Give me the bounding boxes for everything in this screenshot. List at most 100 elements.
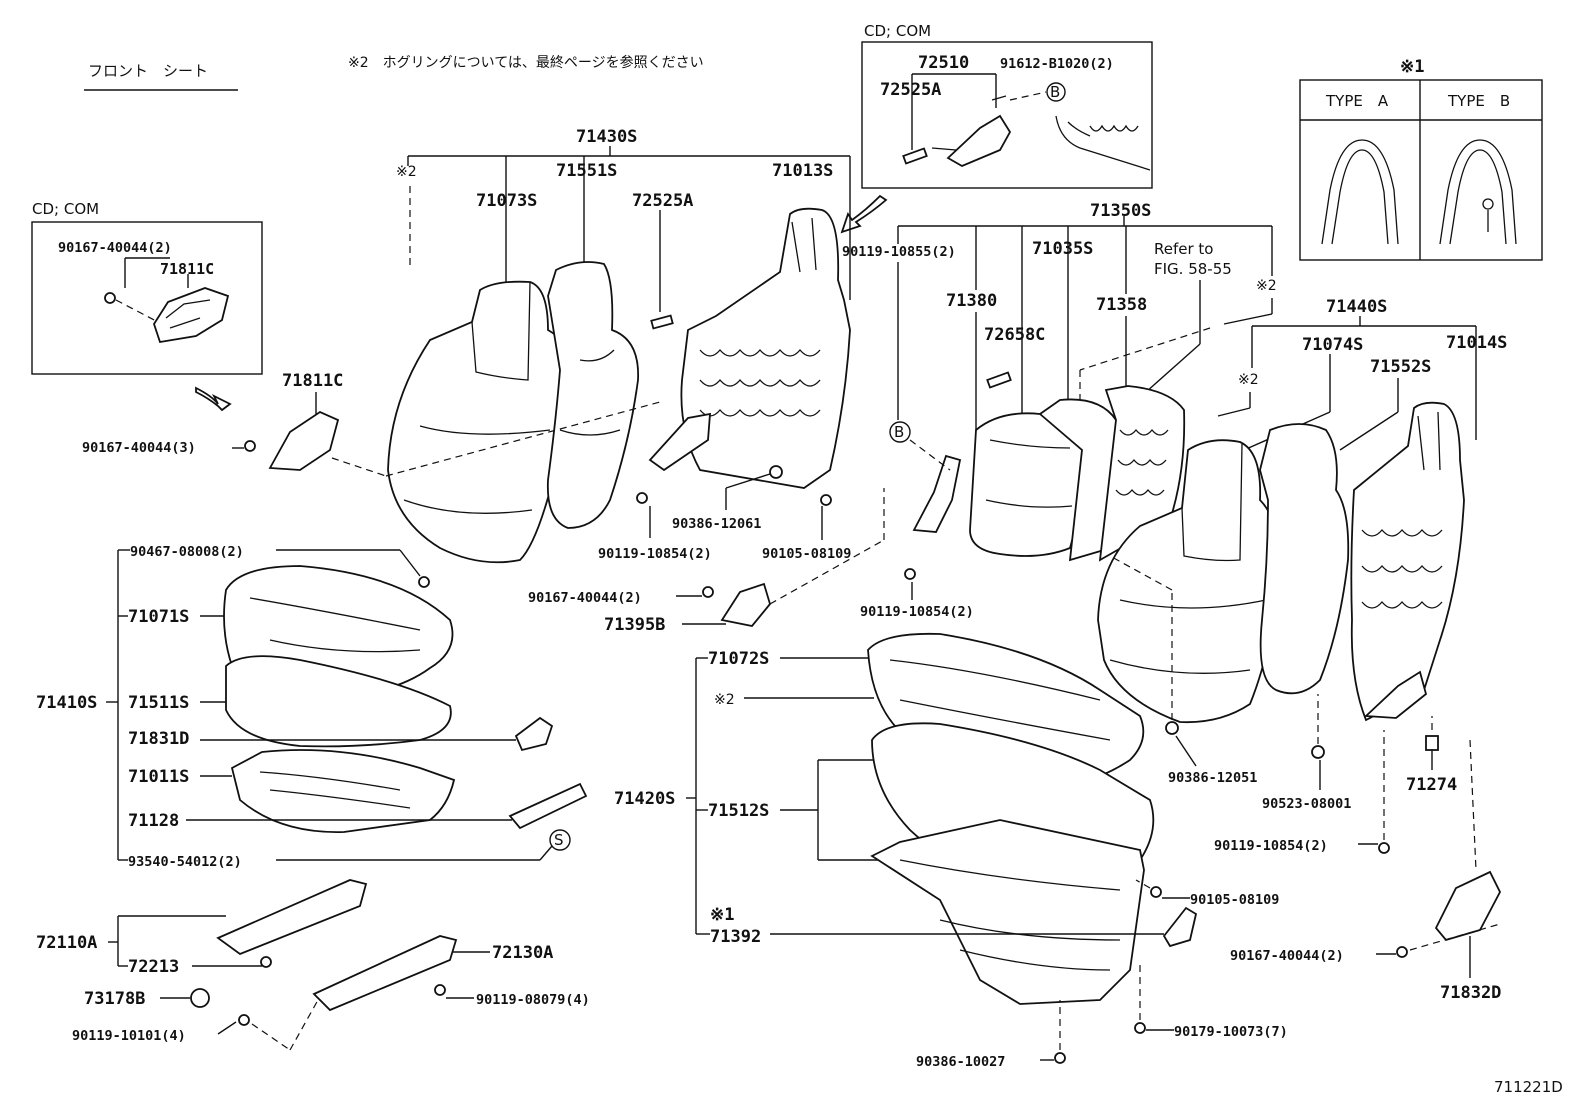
inset-top-p2: 72525A xyxy=(880,80,941,100)
dash-leader xyxy=(331,457,387,477)
label-90386-12051: 90386-12051 xyxy=(1168,770,1257,786)
label-90386-10027: 90386-10027 xyxy=(916,1054,1005,1070)
bolt-part xyxy=(434,984,446,996)
label-71274: 71274 xyxy=(1406,775,1457,795)
seat-cover-detail xyxy=(249,597,421,653)
marker-s-text: S xyxy=(554,831,564,849)
kome2-b: ※2 xyxy=(1256,278,1277,294)
seatback-right-cover-detail xyxy=(1109,443,1267,674)
label-71420S: 71420S xyxy=(614,789,675,809)
leader xyxy=(399,549,421,577)
bolt-part xyxy=(636,492,648,504)
label-93540: 93540-54012(2) xyxy=(128,854,242,870)
inset-top-label: CD; COM xyxy=(864,22,931,40)
marker-s xyxy=(549,829,571,851)
inset-top: CD; COM 72510 72525A 91612-B1020(2) B xyxy=(861,22,1153,189)
refer-line2: FIG. 58-55 xyxy=(1154,260,1232,278)
dash-leader xyxy=(1009,91,1047,101)
bolt-part xyxy=(1378,842,1390,854)
dash-leader xyxy=(289,999,319,1051)
type-table-frame xyxy=(1299,79,1543,261)
seatback-frame-springs xyxy=(699,217,821,417)
marker-b-top-text: B xyxy=(1050,83,1060,101)
dash-leader xyxy=(909,439,951,471)
hog-ring-type-b-pin xyxy=(1482,198,1494,210)
label-90167-2b: 90167-40044(2) xyxy=(1230,948,1344,964)
leader xyxy=(539,845,553,861)
label-71072S: 71072S xyxy=(708,649,769,669)
clip-part xyxy=(986,371,1012,389)
label-71014S: 71014S xyxy=(1446,333,1507,353)
inset-left-part-label: 71811C xyxy=(160,260,214,278)
label-90467: 90467-08008(2) xyxy=(130,544,244,560)
marker-b-1 xyxy=(889,421,911,443)
label-90119-10854-c: 90119-10854(2) xyxy=(1214,838,1328,854)
arrow-left-inset xyxy=(195,386,232,412)
kome2-d: ※2 xyxy=(714,692,735,708)
seatback-pad-part xyxy=(546,261,639,529)
leader xyxy=(1175,735,1197,767)
label-71811C: 71811C xyxy=(282,371,343,391)
label-90119-10854-b: 90119-10854(2) xyxy=(860,604,974,620)
label-90167-2a: 90167-40044(2) xyxy=(528,590,642,606)
label-71380: 71380 xyxy=(946,291,997,311)
inset-top-p1: 72510 xyxy=(918,53,969,73)
inset-left: CD; COM 90167-40044(2) 71811C xyxy=(31,200,263,375)
rail-left-part xyxy=(216,879,368,956)
seatback-pad-detail xyxy=(559,349,621,436)
bolt-part xyxy=(1150,886,1162,898)
kome2-c: ※2 xyxy=(1238,372,1259,388)
dash-leader xyxy=(1409,923,1501,951)
label-90119-08079: 90119-08079(4) xyxy=(476,992,590,1008)
inset-left-label: CD; COM xyxy=(32,200,99,218)
dash-leader xyxy=(1469,739,1477,871)
nut-part xyxy=(1054,1052,1066,1064)
recliner-2-part xyxy=(912,454,962,533)
bolt-part xyxy=(702,586,714,598)
type-table-header: ※1 xyxy=(1400,57,1424,77)
label-71511S: 71511S xyxy=(128,693,189,713)
label-90119-10855: 90119-10855(2) xyxy=(842,244,956,260)
bolt-part xyxy=(244,440,256,452)
seatback-small-detail xyxy=(985,439,1073,508)
label-72213: 72213 xyxy=(128,957,179,977)
refer-line1: Refer to xyxy=(1154,240,1213,258)
seatback-cover-detail xyxy=(403,281,551,514)
label-72110A: 72110A xyxy=(36,933,97,953)
inset-top-frame xyxy=(861,41,1153,189)
seatback-right-frame-springs xyxy=(1361,411,1443,609)
label-71358: 71358 xyxy=(1096,295,1147,315)
hinge-cover-3-part xyxy=(1434,870,1502,942)
label-90386-12061: 90386-12061 xyxy=(672,516,761,532)
marker-b-1-text: B xyxy=(894,423,904,441)
clip-part xyxy=(418,576,430,588)
label-90179: 90179-10073(7) xyxy=(1174,1024,1288,1040)
cover-2-part xyxy=(1162,906,1198,948)
pad-part xyxy=(902,147,928,165)
type-b-label: TYPE B xyxy=(1447,92,1510,110)
label-71832D: 71832D xyxy=(1440,983,1501,1003)
dash-leader xyxy=(251,1023,291,1051)
seatback-right-frame-part xyxy=(1350,401,1465,722)
type-a-label: TYPE A xyxy=(1325,92,1389,110)
bolt-part xyxy=(104,292,116,304)
cover-strip-part xyxy=(508,782,588,830)
leader xyxy=(217,1021,237,1035)
nut-part xyxy=(1165,721,1179,735)
rail-right-part xyxy=(312,935,458,1012)
label-71512S: 71512S xyxy=(708,801,769,821)
leader xyxy=(1223,313,1273,325)
label-90105-08109-a: 90105-08109 xyxy=(762,546,851,562)
seat-frame-detail xyxy=(1055,115,1151,171)
leader xyxy=(1339,411,1399,451)
label-71071S: 71071S xyxy=(128,607,189,627)
label-71011S: 71011S xyxy=(128,767,189,787)
hog-ring-note: ※2 ホグリングについては、最終ページを参照ください xyxy=(348,54,704,71)
label-72525A: 72525A xyxy=(632,191,693,211)
marker-b-top xyxy=(1046,82,1066,102)
label-90119-10854-a: 90119-10854(2) xyxy=(598,546,712,562)
label-71831D: 71831D xyxy=(128,729,189,749)
kome1-label: ※1 xyxy=(710,905,734,925)
hinge-part xyxy=(946,114,1012,168)
